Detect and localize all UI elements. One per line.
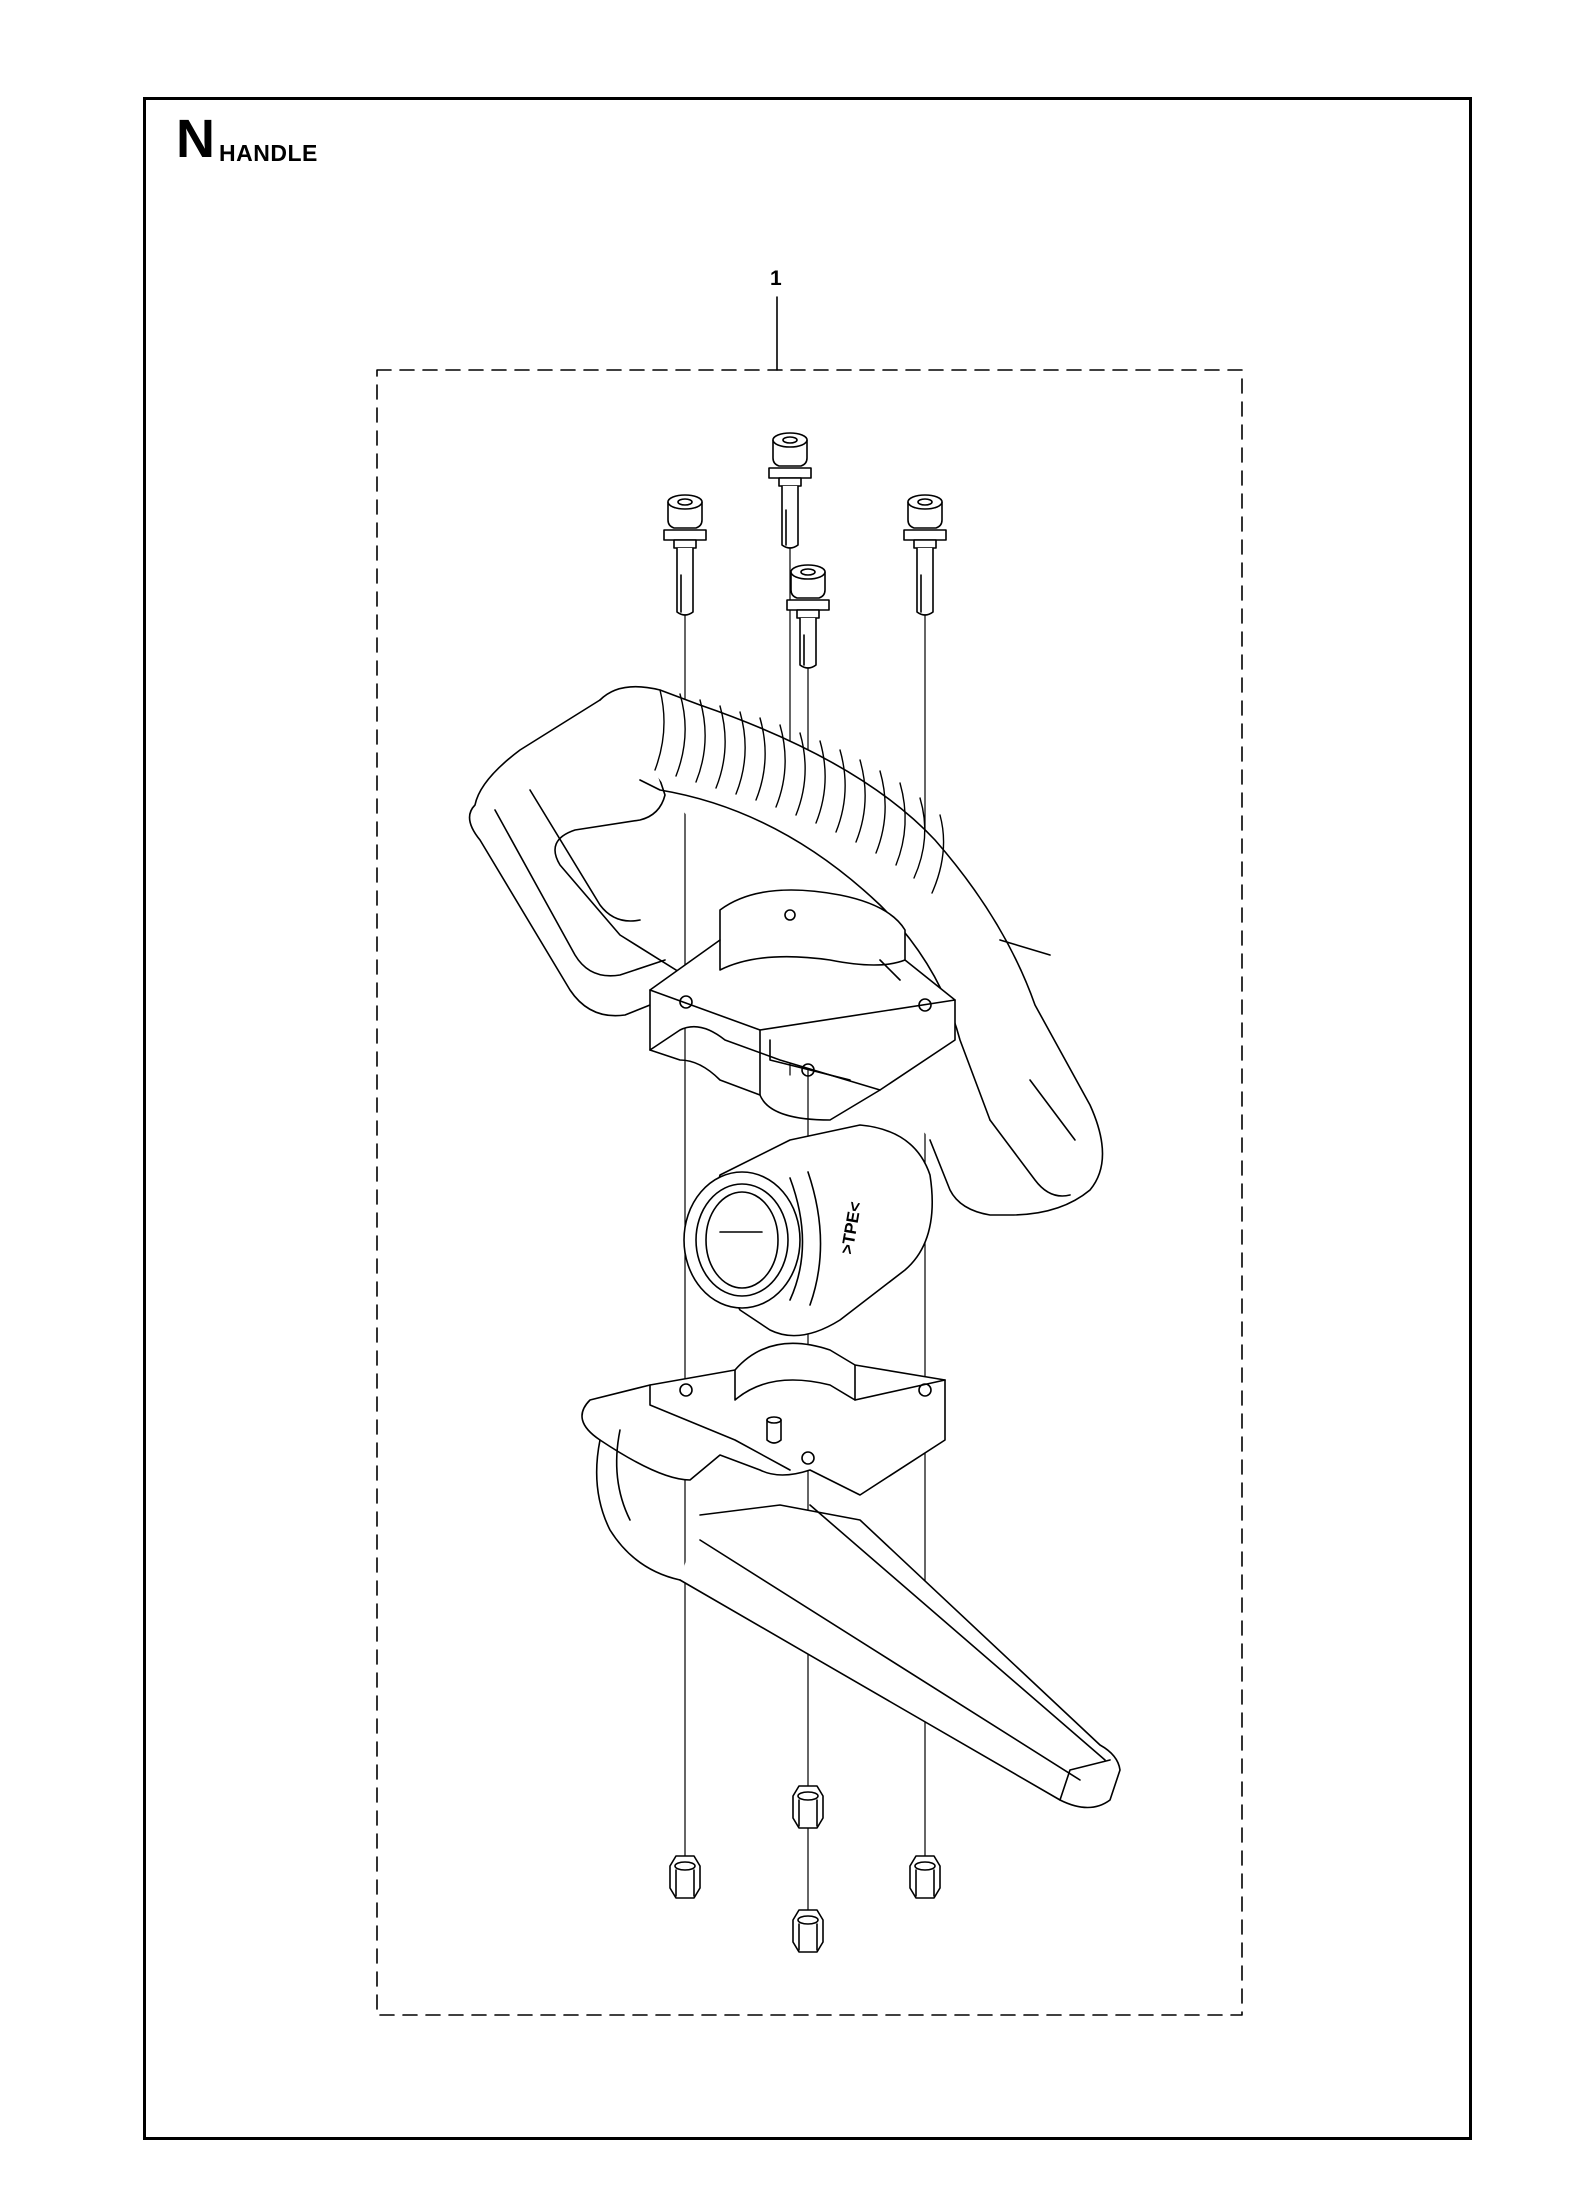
screw-top-center	[768, 432, 812, 549]
lower-clamp-lever	[581, 1342, 1121, 1809]
nut-center-lower	[792, 1909, 824, 1953]
page-frame	[143, 97, 1472, 2140]
section-letter: N	[176, 109, 215, 169]
upper-clamp	[649, 889, 956, 1121]
kit-boundary	[376, 369, 1243, 2016]
nut-center-upper	[792, 1785, 824, 1829]
section-title: HANDLE	[219, 140, 318, 166]
callout-number-1: 1	[770, 267, 782, 290]
rubber-sleeve	[683, 1124, 933, 1337]
screw-center	[786, 564, 830, 669]
screw-left	[663, 494, 707, 616]
screw-right	[903, 494, 947, 616]
grip-ribs	[654, 689, 945, 894]
nut-right	[909, 1855, 941, 1899]
nut-left	[669, 1855, 701, 1899]
